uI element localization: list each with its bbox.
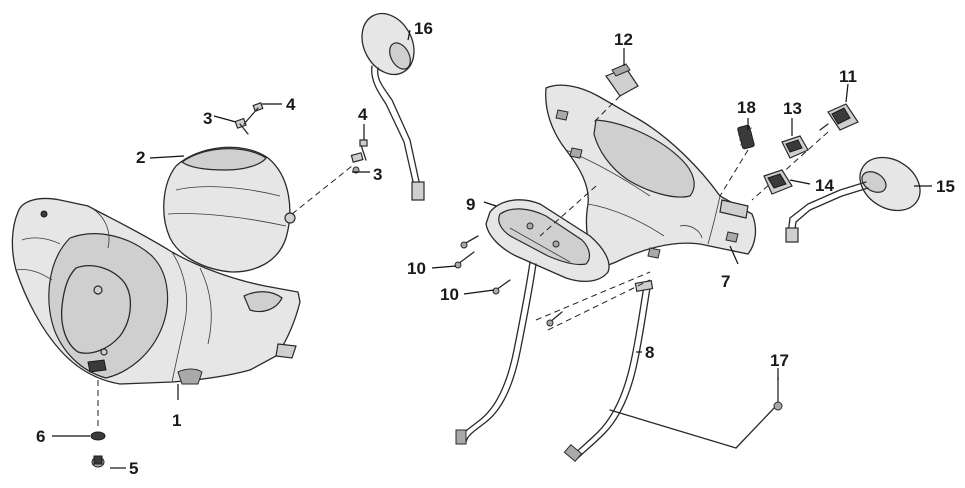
callout-4-upper: 4 xyxy=(286,95,296,114)
callout-15: 15 xyxy=(936,177,955,196)
callout-13: 13 xyxy=(783,99,802,118)
screw-17 xyxy=(773,377,783,411)
callout-8: 8 xyxy=(645,343,655,362)
switch-13 xyxy=(781,135,809,159)
callout-11: 11 xyxy=(839,67,857,86)
screw-set-upper-left xyxy=(234,102,264,135)
dashed-guides-rear xyxy=(535,95,829,449)
callout-2: 2 xyxy=(136,148,146,167)
spring-18 xyxy=(737,124,755,150)
callout-16: 16 xyxy=(414,19,433,38)
callout-4-right: 4 xyxy=(358,105,368,124)
instrument-cluster xyxy=(485,199,610,283)
connector-11 xyxy=(819,103,859,131)
wiring-harness xyxy=(455,261,537,445)
connector-12 xyxy=(605,63,639,97)
callout-3-right: 3 xyxy=(373,165,383,184)
dashed-guide-headlight xyxy=(291,165,353,215)
callout-10-lower: 10 xyxy=(440,285,459,304)
callout-1: 1 xyxy=(172,411,182,430)
callout-3-upper: 3 xyxy=(203,109,213,128)
callout-5: 5 xyxy=(129,459,139,478)
speedometer-cable xyxy=(563,279,654,463)
callout-17: 17 xyxy=(770,351,789,370)
callout-12: 12 xyxy=(614,30,633,49)
washer-and-bolt xyxy=(90,380,106,468)
callout-18: 18 xyxy=(737,98,756,117)
screw-set-right xyxy=(350,139,368,174)
right-mirror xyxy=(785,156,921,243)
switch-14 xyxy=(763,169,793,195)
front-handlebar-cover xyxy=(11,197,301,385)
headlight-lens xyxy=(163,146,296,273)
rear-handlebar-cover xyxy=(545,84,757,271)
callout-7: 7 xyxy=(721,272,731,291)
leader-lines xyxy=(52,29,932,469)
callout-9: 9 xyxy=(466,195,476,214)
callout-14: 14 xyxy=(815,176,834,195)
callout-10-upper: 10 xyxy=(407,259,426,278)
callout-6: 6 xyxy=(36,427,46,446)
cluster-screws xyxy=(454,235,563,327)
